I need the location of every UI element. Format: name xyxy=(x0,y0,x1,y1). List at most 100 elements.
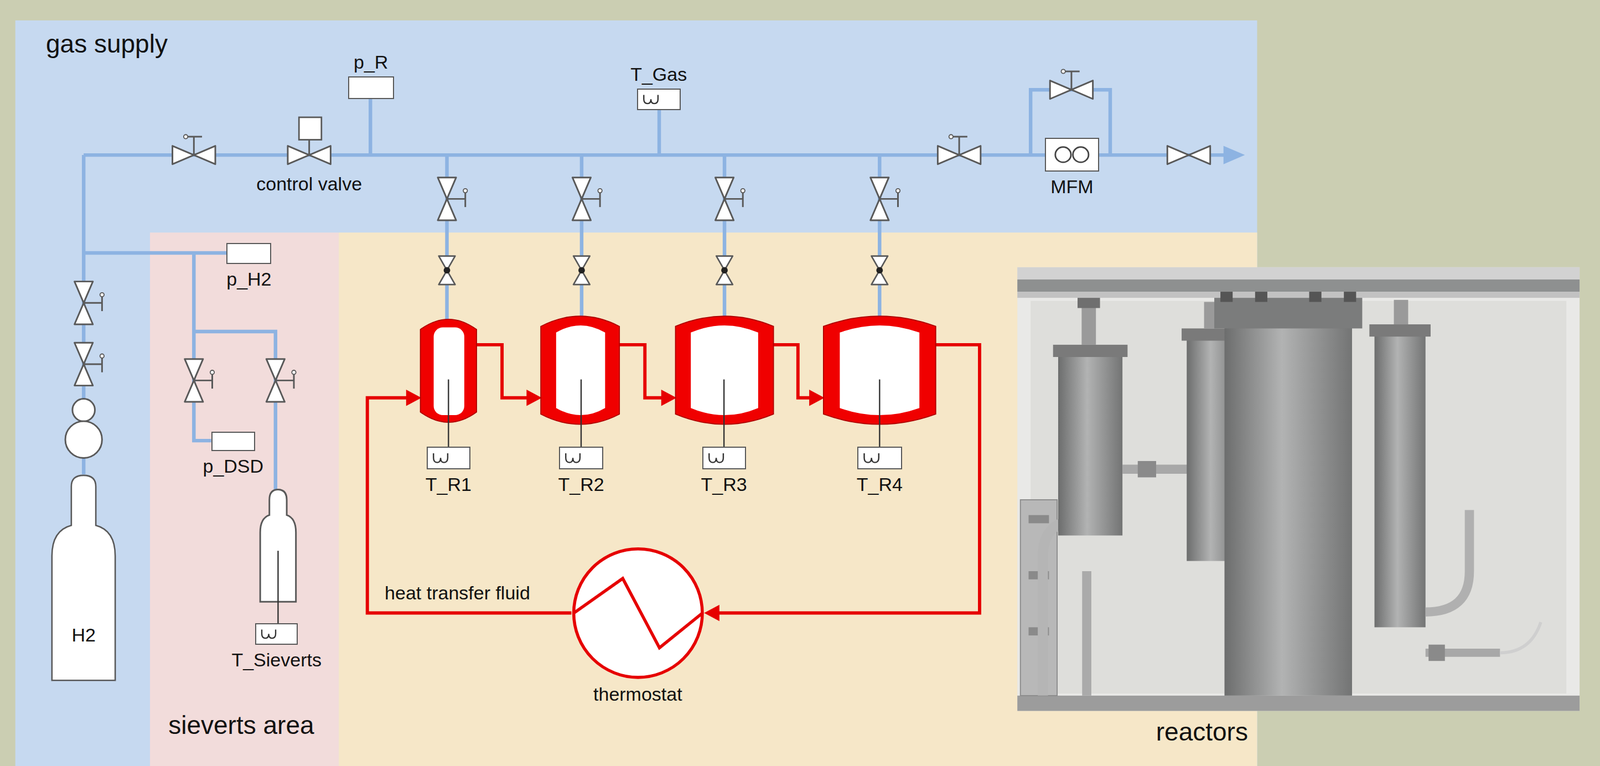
temperature-sensor xyxy=(643,95,659,105)
reactor-photo xyxy=(1394,299,1409,325)
reactor-photo xyxy=(1017,267,1580,280)
thermostat-circle: thermostat xyxy=(571,546,705,680)
reactor-photo xyxy=(1081,571,1092,696)
gas-cylinder xyxy=(50,474,117,682)
sensor-label: p_H2 xyxy=(226,268,272,291)
thermocouple-leads xyxy=(723,379,725,448)
annotation-label: heat transfer fluid xyxy=(384,582,531,604)
valves xyxy=(184,359,215,402)
sieverts-vessel xyxy=(277,550,279,624)
reactor-photo xyxy=(1017,695,1580,712)
heat-transfer-loop xyxy=(773,344,814,398)
reactor-photo xyxy=(1220,291,1233,302)
component-label: MFM xyxy=(1050,175,1094,198)
valves xyxy=(1049,69,1093,99)
reactor-photo xyxy=(1017,267,1580,712)
reactor-photo xyxy=(1081,306,1096,345)
valves xyxy=(172,134,216,164)
reactor-photo xyxy=(1255,291,1268,302)
pressure-regulator xyxy=(72,399,96,422)
reactor-photo xyxy=(1017,291,1580,298)
region-grounds xyxy=(149,232,339,766)
reactor-vessels xyxy=(540,316,620,424)
temperature-sensor xyxy=(703,447,745,469)
reactor-photo xyxy=(1499,622,1541,653)
pressure-regulator xyxy=(65,421,102,458)
reactor-photo xyxy=(1053,344,1128,357)
thermostat-circle xyxy=(571,546,705,680)
reactor-photo xyxy=(1017,279,1580,292)
thermocouple-leads xyxy=(447,379,449,448)
mass-flow-meter xyxy=(1073,146,1089,163)
sensor-label: p_DSD xyxy=(203,455,264,478)
valves xyxy=(266,359,296,402)
flow-arrowheads xyxy=(703,604,720,621)
temperature-sensor xyxy=(863,453,879,463)
component-label: thermostat xyxy=(593,683,683,706)
gas-cylinder: H2 xyxy=(50,474,117,682)
flow-arrowheads xyxy=(809,389,825,406)
reactor-photo xyxy=(1077,297,1101,308)
flow-arrowheads xyxy=(526,389,542,406)
valves xyxy=(74,342,105,386)
valves xyxy=(1167,146,1210,165)
region-title: reactors xyxy=(1156,717,1249,747)
sensor-label: T_R2 xyxy=(557,473,604,496)
temperature-sensor xyxy=(566,453,581,463)
pressure-regulator xyxy=(65,399,102,459)
temperature-sensor xyxy=(256,624,297,644)
thermocouple-leads xyxy=(878,379,880,448)
valves xyxy=(870,177,900,221)
reactor-photo xyxy=(1224,326,1353,696)
valves xyxy=(572,177,602,221)
temperature-sensor xyxy=(261,629,276,639)
temperature-sensor: T_Gas xyxy=(637,88,681,111)
flow-arrow xyxy=(1223,146,1246,165)
temperature-sensor: T_R4 xyxy=(857,446,903,470)
temperature-sensor xyxy=(427,447,470,469)
reactor-photo xyxy=(1425,509,1470,612)
region-band: reactorsT_R1T_R2T_R3T_R4thermostat xyxy=(338,232,1257,766)
gas-pipes xyxy=(193,331,276,492)
reactor-photo xyxy=(1028,515,1050,524)
heat-transfer-loop xyxy=(619,344,666,398)
reactor-photo xyxy=(1374,331,1426,628)
gas-pipes xyxy=(193,252,211,441)
reactor-photo xyxy=(1309,291,1322,302)
flow-arrowheads xyxy=(661,389,677,406)
gas-pipes xyxy=(83,251,227,255)
thermostat-circle xyxy=(573,548,702,677)
heat-transfer-loop xyxy=(367,397,572,614)
temperature-sensor: T_R3 xyxy=(702,446,747,470)
temperature-sensor: T_R2 xyxy=(558,446,603,470)
valves xyxy=(287,146,331,165)
valves xyxy=(937,134,981,164)
valves xyxy=(871,256,889,286)
heat-transfer-loop xyxy=(476,344,531,398)
valves xyxy=(438,256,456,286)
temperature-sensor xyxy=(560,447,602,469)
temperature-sensor xyxy=(708,453,724,463)
temperature-sensor: T_R1 xyxy=(426,446,471,470)
annotation-label: control valve xyxy=(256,173,362,195)
valves xyxy=(298,117,322,141)
sensor-label: T_R1 xyxy=(425,473,472,496)
mass-flow-meter xyxy=(1055,146,1071,163)
region-title: sieverts area xyxy=(168,710,314,740)
pressure-sensor: p_H2 xyxy=(226,242,272,265)
reactor-photo xyxy=(1058,351,1123,536)
temperature-sensor xyxy=(638,89,680,110)
gas-pipes xyxy=(657,110,661,155)
valves xyxy=(437,177,468,221)
sensor-label: T_Sieverts xyxy=(231,649,322,671)
sensor-label: T_R3 xyxy=(701,473,748,496)
reactor-photo xyxy=(1214,297,1363,329)
flow-arrowheads xyxy=(406,389,422,406)
reactor-photo xyxy=(1428,644,1446,661)
gas-pipes xyxy=(368,99,372,155)
reactor-vessels xyxy=(420,316,936,424)
valves xyxy=(573,256,590,286)
region-title: gas supply xyxy=(45,29,168,59)
sensor-label: T_R4 xyxy=(856,473,903,496)
